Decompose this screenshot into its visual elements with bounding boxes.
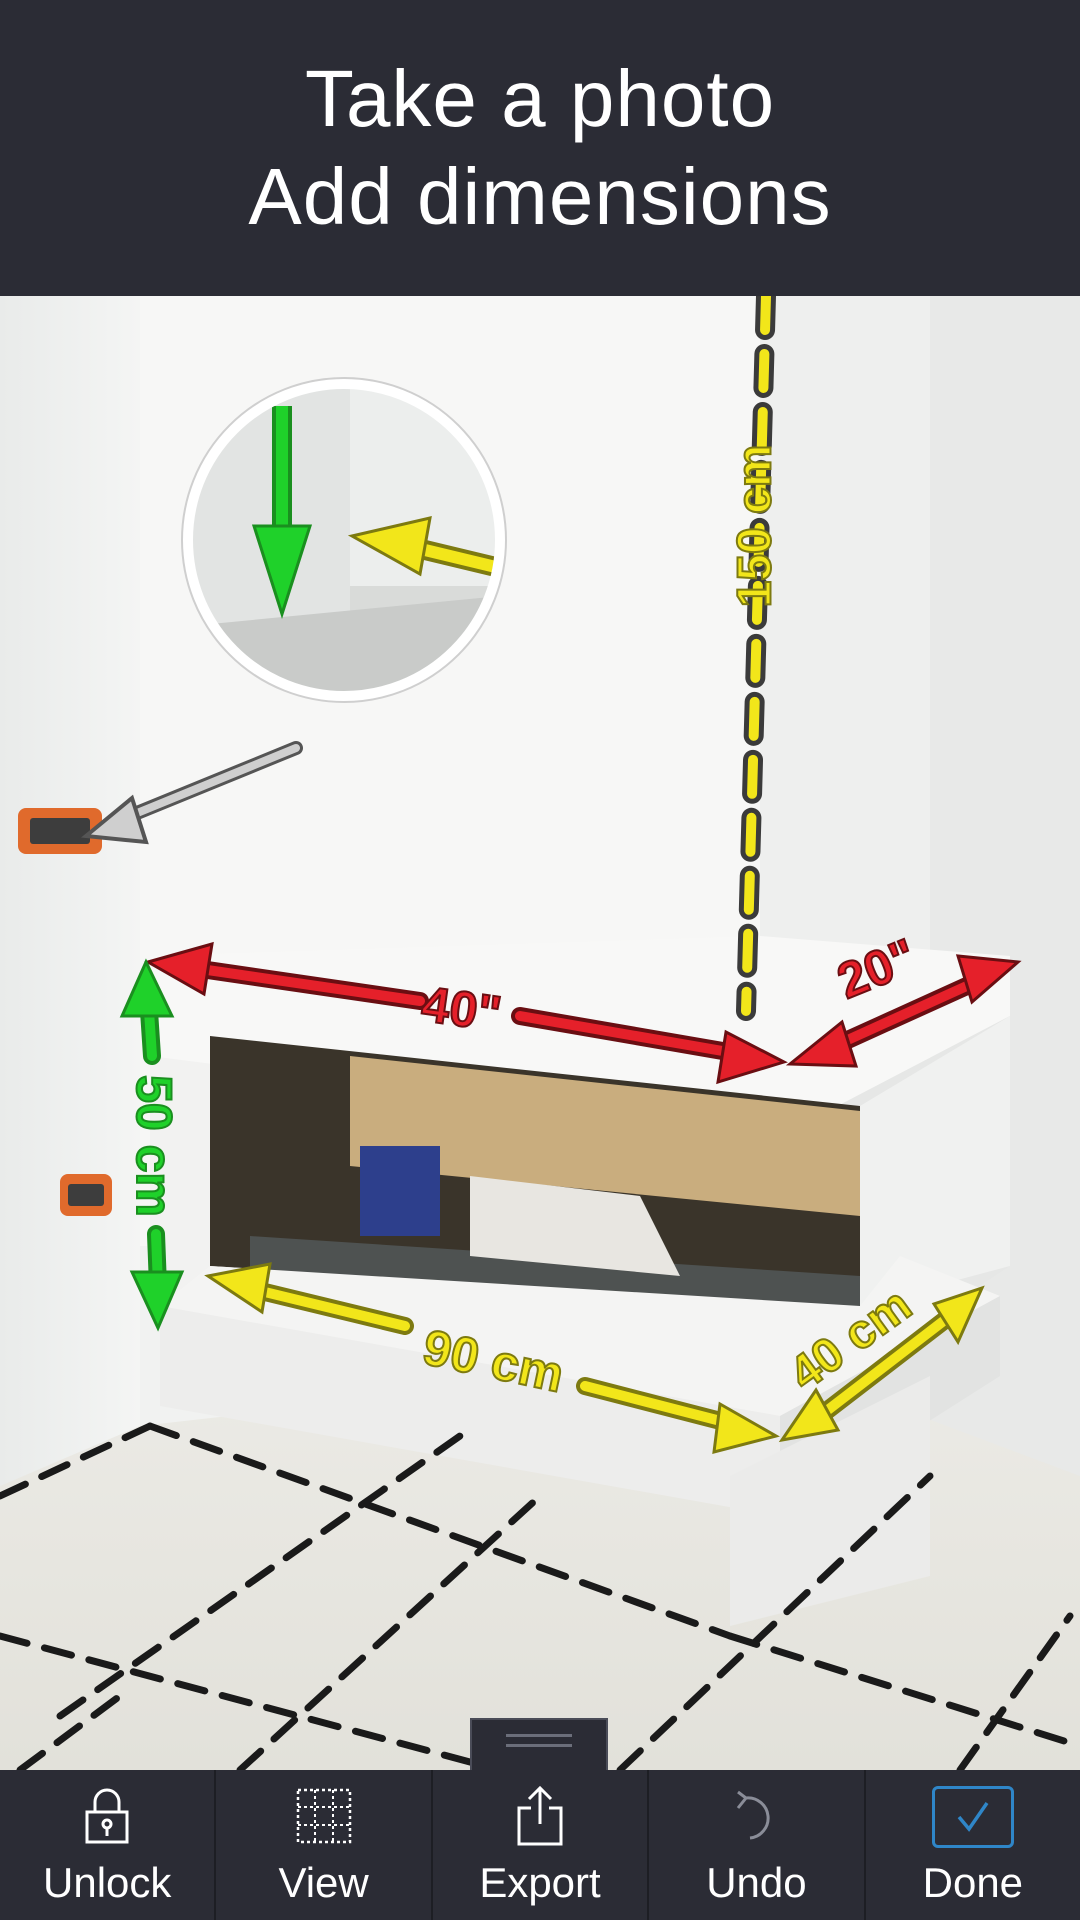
chimney-side [760, 296, 930, 956]
pointer-arrow [116, 744, 300, 824]
view-label: View [278, 1859, 369, 1906]
done-label: Done [922, 1859, 1024, 1906]
share-export-icon [510, 1784, 570, 1848]
undo-label: Undo [706, 1859, 807, 1906]
header-line-1: Take a photo [304, 54, 776, 143]
base-plinth [730, 1376, 930, 1626]
papers-pile [470, 1176, 680, 1276]
floor-tile-lines [0, 1422, 1080, 1770]
unlock-button[interactable]: Unlock [0, 1770, 214, 1920]
grid-view-icon [294, 1784, 354, 1848]
photo-canvas[interactable]: 40" 20" 50 cm 150 cm [0, 296, 1080, 1770]
handle-bar-top [506, 1734, 572, 1737]
undo-button[interactable]: Undo [647, 1770, 863, 1920]
opening-side [860, 1016, 1010, 1306]
bottom-toolbar: Unlock View Export Undo Done [0, 1770, 1080, 1920]
padlock-icon [77, 1784, 137, 1848]
firebox-back [350, 1056, 860, 1216]
blue-box [360, 1146, 440, 1236]
label-height-total[interactable]: 150 cm [728, 444, 783, 609]
hearth [160, 1256, 1000, 1416]
hearth-front [160, 1306, 780, 1516]
dimension-height-opening[interactable]: 50 cm [119, 958, 185, 1332]
left-wall [0, 296, 140, 1496]
undo-arrow-icon [726, 1784, 786, 1848]
export-button[interactable]: Export [430, 1770, 647, 1920]
dimension-width-front[interactable]: 40" [144, 941, 788, 1085]
label-width-front: 40" [418, 976, 504, 1042]
handle-bar-bottom [506, 1744, 572, 1747]
view-button[interactable]: View [214, 1770, 430, 1920]
header-banner: Take a photo Add dimensions [0, 0, 1080, 296]
header-line-2: Add dimensions [248, 152, 832, 241]
export-label: Export [479, 1859, 601, 1906]
drawer-handle[interactable] [470, 1718, 608, 1770]
chimney-height-line-fill [741, 296, 771, 1016]
done-button[interactable]: Done [863, 1770, 1080, 1920]
unlock-label: Unlock [43, 1859, 172, 1906]
label-height-opening: 50 cm [126, 1075, 182, 1217]
checkmark-icon [931, 1786, 1014, 1848]
magnifier-loupe [181, 377, 507, 703]
